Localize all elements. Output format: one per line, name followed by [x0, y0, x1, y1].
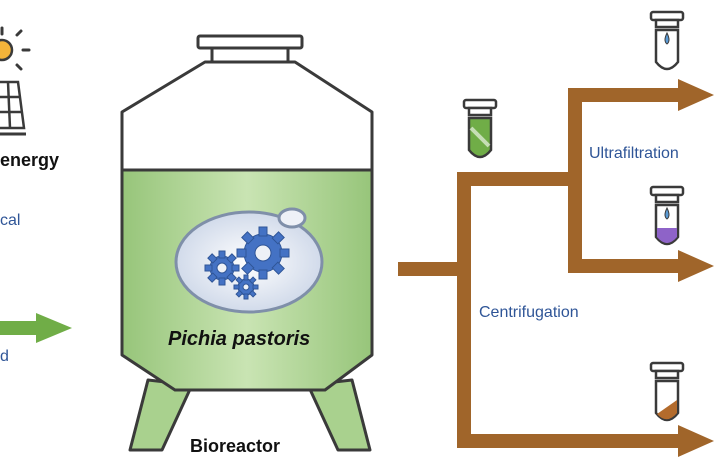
solar-energy-icon [0, 26, 31, 136]
bioreactor-label: Bioreactor [190, 436, 281, 456]
blue-drop-tube-icon [649, 10, 685, 71]
purple-fraction-tube-icon [649, 185, 685, 246]
input-arrow [0, 313, 72, 343]
process-pipes [398, 79, 714, 457]
d-label-fragment: d [0, 348, 9, 365]
centrifugation-label: Centrifugation [479, 304, 579, 321]
gears-icon [204, 226, 290, 300]
green-culture-tube-icon [462, 98, 498, 159]
organism-label: Pichia pastoris [168, 328, 311, 350]
yeast-cell-icon [174, 207, 324, 314]
sun-icon [0, 38, 14, 62]
solar-panel-icon [0, 80, 26, 130]
energy-label: energy [0, 150, 60, 170]
bioreactor-dome [120, 60, 374, 172]
brown-pellet-tube-icon [649, 361, 685, 422]
ultrafiltration-label: Ultrafiltration [589, 145, 679, 162]
cal-label-fragment: cal [0, 212, 21, 229]
